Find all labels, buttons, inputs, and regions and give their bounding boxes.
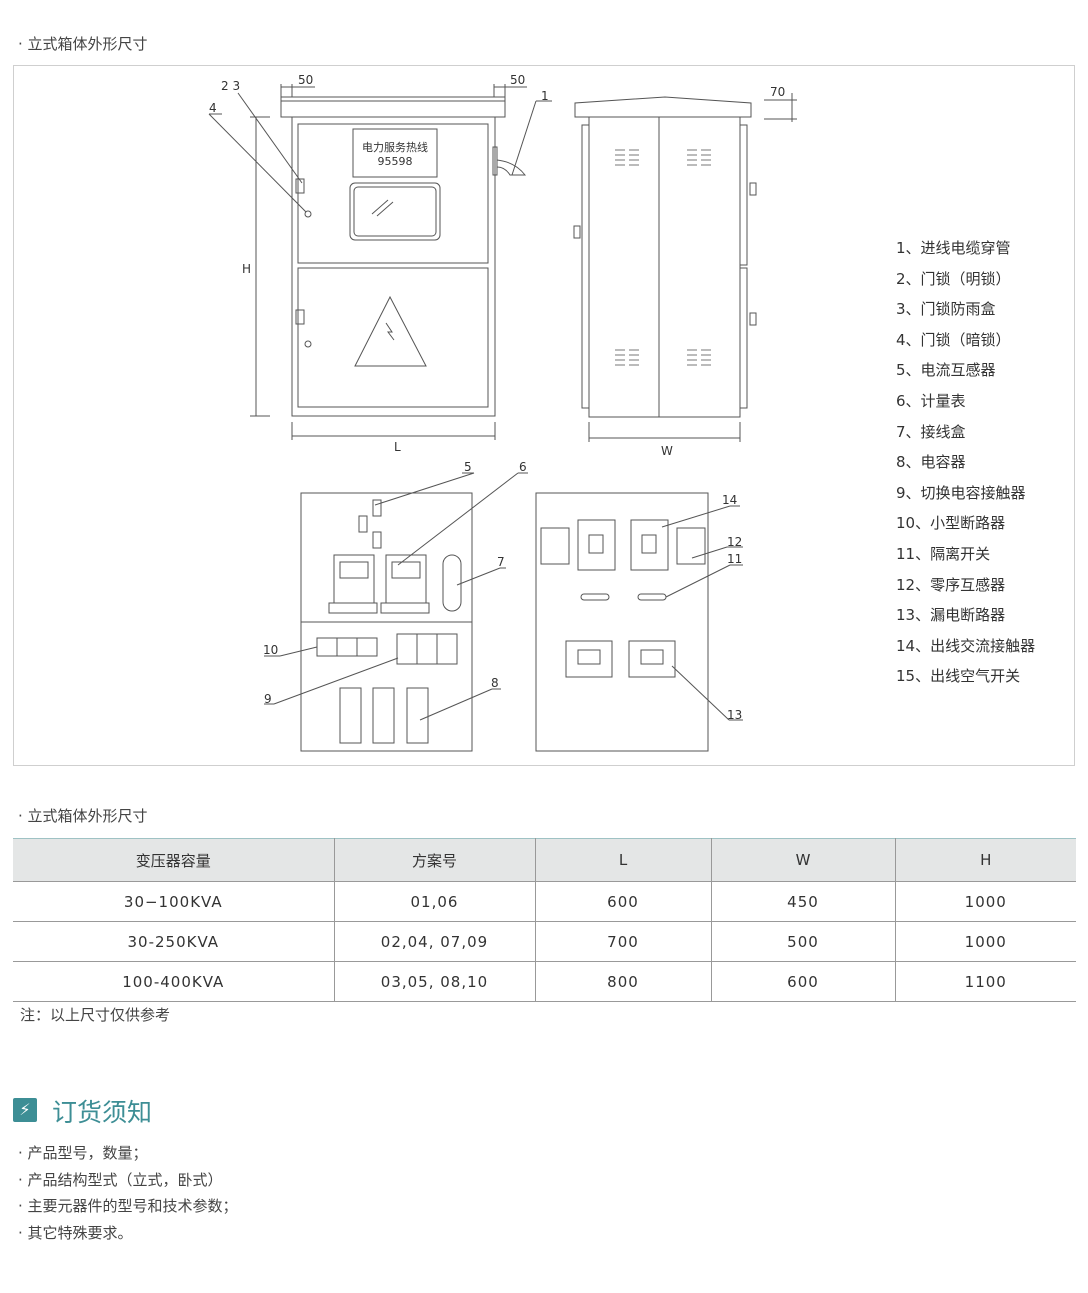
internal-view-left: [264, 472, 528, 752]
header-h: H: [895, 838, 1076, 882]
cabinet-diagram: 50 50 70 H L W 1 2 3 4 5 6 7 8 9 10 11 1…: [208, 73, 797, 752]
callout: 8: [491, 676, 499, 690]
dim-50-left: 50: [298, 73, 313, 87]
legend-item: 15、出线空气开关: [896, 667, 1021, 686]
lightning-icon: ⚡: [13, 1098, 37, 1122]
sign-number: 95598: [378, 155, 413, 168]
legend-item: 3、门锁防雨盒: [896, 300, 996, 319]
component-legend: 1、进线电缆穿管 2、门锁（明锁） 3、门锁防雨盒 4、门锁（暗锁） 5、电流互…: [896, 233, 1035, 692]
cell: 700: [535, 921, 712, 962]
callout: 7: [497, 555, 505, 569]
table-header-row: 变压器容量 方案号 L W H: [13, 838, 1076, 882]
cell: 500: [711, 921, 896, 962]
legend-item: 5、电流互感器: [896, 361, 996, 380]
header-w: W: [711, 838, 896, 882]
side-view: [573, 93, 797, 442]
cell: 03,05, 08,10: [334, 961, 536, 1002]
callout: 9: [264, 692, 272, 706]
callout: 11: [727, 552, 742, 566]
dim-70: 70: [770, 85, 785, 99]
callout: 1: [541, 89, 549, 103]
cell: 30−100KVA: [13, 881, 335, 922]
dim-50-right: 50: [510, 73, 525, 87]
cell: 1000: [895, 881, 1076, 922]
callout: 4: [209, 101, 217, 115]
legend-item: 1、进线电缆穿管: [896, 239, 1011, 257]
front-view: [208, 84, 552, 440]
legend-item: 8、电容器: [896, 453, 966, 472]
dim-l: L: [394, 440, 401, 454]
callout: 6: [519, 460, 527, 474]
callout: 2 3: [221, 79, 240, 93]
cell: 800: [535, 961, 712, 1002]
header-l: L: [535, 838, 712, 882]
legend-item: 4、门锁（暗锁）: [896, 330, 1011, 349]
callout: 12: [727, 535, 742, 549]
legend-item: 12、零序互感器: [896, 575, 1006, 594]
section-heading: · 立式箱体外形尺寸: [18, 35, 148, 53]
header-capacity: 变压器容量: [13, 838, 335, 882]
legend-item: 7、接线盒: [896, 422, 966, 441]
diagram-frame: [13, 65, 1075, 766]
cell: 1000: [895, 921, 1076, 962]
callout: 10: [263, 643, 278, 657]
dim-w: W: [661, 444, 673, 458]
cell: 01,06: [334, 881, 536, 922]
legend-item: 11、隔离开关: [896, 544, 991, 563]
internal-view-right: [535, 492, 743, 752]
legend-item: 10、小型断路器: [896, 514, 1006, 533]
header-scheme: 方案号: [334, 838, 536, 882]
legend-item: 9、切换电容接触器: [896, 483, 1026, 502]
order-title: 订货须知: [52, 1098, 153, 1127]
order-item: · 产品结构型式（立式，卧式）: [18, 1170, 223, 1189]
dim-h: H: [242, 262, 251, 276]
callout: 13: [727, 708, 742, 722]
section-heading: · 立式箱体外形尺寸: [18, 807, 148, 825]
cell: 100-400KVA: [13, 961, 335, 1002]
callout: 14: [722, 493, 737, 507]
callout: 5: [464, 460, 472, 474]
table-note: 注：以上尺寸仅供参考: [20, 1006, 171, 1024]
legend-item: 14、出线交流接触器: [896, 636, 1036, 655]
cell: 02,04, 07,09: [334, 921, 536, 962]
legend-item: 6、计量表: [896, 391, 966, 410]
legend-item: 2、门锁（明锁）: [896, 269, 1011, 288]
cell: 1100: [895, 961, 1076, 1002]
cell: 600: [535, 881, 712, 922]
cell: 450: [711, 881, 896, 922]
cell: 600: [711, 961, 896, 1002]
order-list: · 产品型号，数量； · 产品结构型式（立式，卧式） · 主要元器件的型号和技术…: [18, 1140, 238, 1246]
order-item: · 产品型号，数量；: [18, 1144, 148, 1162]
cell: 30-250KVA: [13, 921, 335, 962]
order-item: · 主要元器件的型号和技术参数；: [18, 1197, 238, 1216]
order-item: · 其它特殊要求。: [18, 1223, 133, 1242]
sign-text: 电力服务热线: [362, 140, 428, 154]
legend-item: 13、漏电断路器: [896, 606, 1006, 625]
